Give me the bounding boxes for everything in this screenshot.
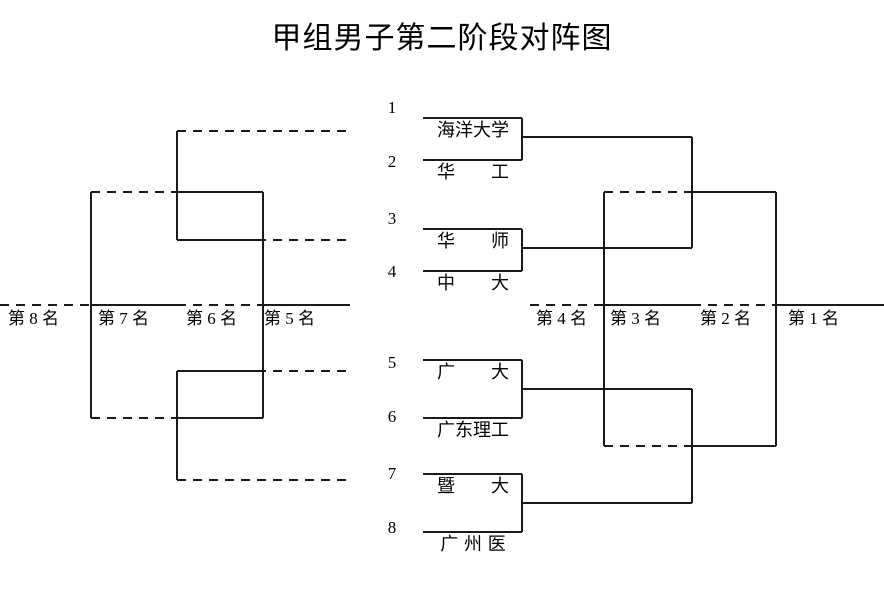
- page-title: 甲组男子第二阶段对阵图: [271, 22, 613, 55]
- rank-label-第7名: 第 7 名: [98, 309, 149, 328]
- rank-label-第6名: 第 6 名: [186, 309, 237, 328]
- team-name-seed-4: 中 大: [437, 273, 509, 294]
- seed-number-4: 4: [387, 262, 397, 281]
- dashed-line-group: [0, 130, 776, 481]
- seed-number-6: 6: [387, 407, 397, 426]
- rank-label-第5名: 第 5 名: [264, 309, 315, 328]
- rank-label-第3名: 第 3 名: [610, 309, 661, 328]
- seed-number-1: 1: [387, 98, 397, 117]
- team-name-seed-7: 暨 大: [437, 476, 509, 497]
- seed-number-7: 7: [387, 464, 397, 483]
- team-name-seed-1: 海洋大学: [437, 120, 509, 141]
- solid-line-group: [90, 117, 884, 533]
- seed-number-8: 8: [387, 518, 397, 537]
- team-name-seed-8: 广 州 医: [440, 534, 506, 555]
- team-name-seed-3: 华 师: [437, 231, 509, 252]
- team-name-seed-5: 广 大: [437, 362, 509, 383]
- rank-label-第4名: 第 4 名: [536, 309, 587, 328]
- rank-label-第8名: 第 8 名: [8, 309, 59, 328]
- rank-label-第2名: 第 2 名: [700, 309, 751, 328]
- team-name-seed-2: 华 工: [437, 162, 509, 183]
- team-name-seed-6: 广东理工: [437, 420, 509, 441]
- rank-label-第1名: 第 1 名: [788, 309, 839, 328]
- seed-number-2: 2: [387, 152, 397, 171]
- seed-number-5: 5: [387, 353, 397, 372]
- seed-number-3: 3: [387, 209, 397, 228]
